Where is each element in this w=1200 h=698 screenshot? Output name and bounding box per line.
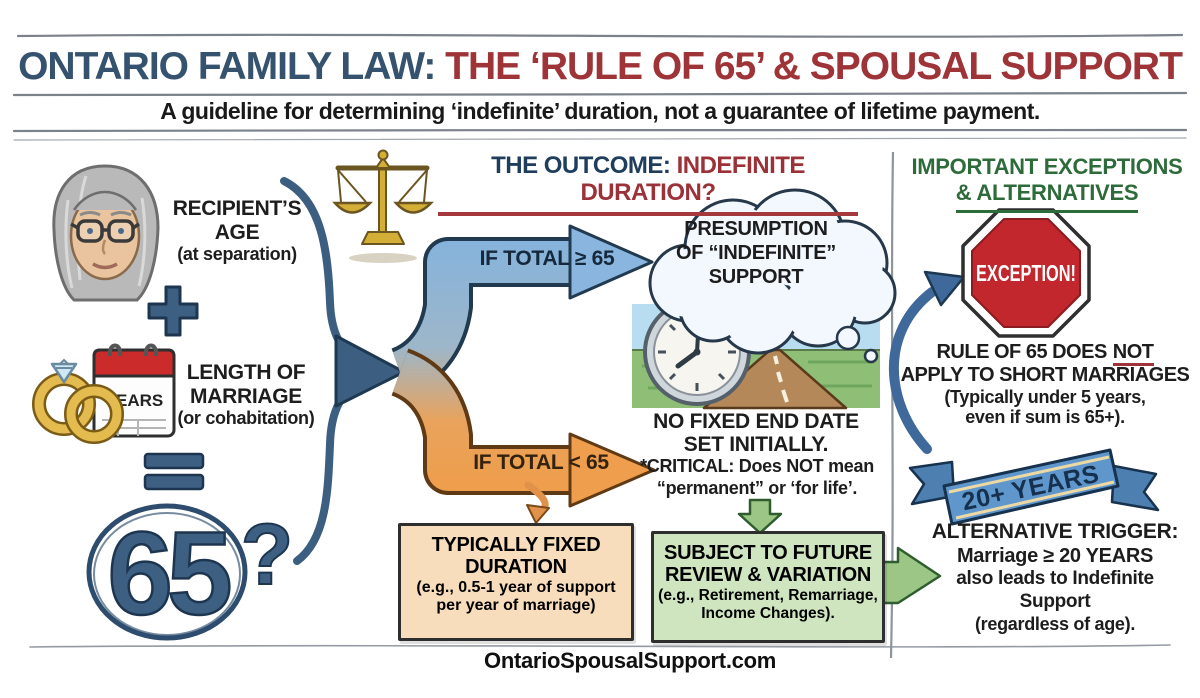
to-fixed-box-arrow bbox=[524, 481, 550, 524]
rings-calendar-illustration: YEARS bbox=[32, 343, 176, 444]
presumption-cloud-text: PRESUMPTION OF “INDEFINITE” SUPPORT bbox=[645, 217, 867, 289]
presumption-cloud-illustration bbox=[648, 188, 897, 364]
recipient-portrait-illustration bbox=[52, 164, 160, 302]
fixed-box-sub2: per year of marriage) bbox=[436, 597, 596, 615]
outcome-heading: THE OUTCOME: INDEFINITE DURATION? bbox=[438, 152, 858, 216]
question-mark: ? bbox=[241, 507, 294, 603]
to-exception-arrow bbox=[889, 270, 966, 454]
exception-stop-sign: EXCEPTION! bbox=[961, 208, 1091, 338]
sum-bracket-arrow bbox=[280, 177, 406, 565]
plus-icon bbox=[147, 285, 199, 337]
typically-fixed-duration-box: TYPICALLY FIXED DURATION (e.g., 0.5-1 ye… bbox=[398, 523, 634, 641]
recipient-line1: RECIPIENT’S bbox=[172, 197, 302, 220]
marriage-line3: (or cohabitation) bbox=[177, 408, 315, 429]
cloud-line3: SUPPORT bbox=[708, 266, 804, 288]
page-title: ONTARIO FAMILY LAW: THE ‘RULE OF 65’ & S… bbox=[0, 45, 1200, 89]
recipient-age-label: RECIPIENT’S AGE (at separation) bbox=[158, 197, 316, 264]
rule65-line3: (Typically under 5 years, bbox=[944, 386, 1146, 407]
cloud-line1: PRESUMPTION bbox=[684, 218, 828, 240]
branch-over-65-label: IF TOTAL ≥ 65 bbox=[479, 247, 615, 270]
rule65-not: NOT bbox=[1112, 341, 1154, 366]
marriage-line2: MARRIAGE bbox=[190, 384, 302, 408]
cloud-line2: OF “INDEFINITE” bbox=[676, 242, 836, 264]
future-review-variation-box: SUBJECT TO FUTURE REVIEW & VARIATION (e.… bbox=[651, 531, 885, 643]
no-fixed-line1: NO FIXED END DATE bbox=[653, 410, 859, 433]
title-part-red: THE ‘RULE OF 65’ & SPOUSAL SUPPORT bbox=[445, 45, 1183, 88]
horizontal-rules bbox=[12, 33, 1188, 648]
stop-sign-label: EXCEPTION! bbox=[976, 260, 1076, 286]
rule65-line2: APPLY TO SHORT MARRIAGES bbox=[900, 363, 1190, 386]
glasses-icon bbox=[70, 219, 140, 243]
branch-under-arrow bbox=[390, 348, 656, 508]
fixed-box-title2: DURATION bbox=[465, 556, 567, 579]
wedding-rings-icon bbox=[32, 358, 124, 444]
critical-line1: *CRITICAL: Does NOT mean bbox=[640, 456, 874, 476]
outcome-heading-question: INDEFINITE DURATION? bbox=[580, 152, 805, 206]
alternative-trigger-text: ALTERNATIVE TRIGGER: Marriage ≥ 20 YEARS… bbox=[918, 519, 1192, 635]
recipient-line2: AGE bbox=[214, 220, 260, 244]
alt-line5: (regardless of age). bbox=[974, 613, 1136, 634]
exceptions-heading-line1: IMPORTANT EXCEPTIONS bbox=[911, 154, 1183, 179]
equals-icon bbox=[143, 452, 205, 491]
branch-under-65-label: IF TOTAL < 65 bbox=[473, 451, 609, 474]
marriage-line1: LENGTH OF bbox=[186, 361, 306, 384]
critical-line2: “permanent” or ‘for life’. bbox=[656, 477, 858, 498]
no-fixed-line2: SET INITIALLY. bbox=[683, 433, 829, 457]
page-subtitle: A guideline for determining ‘indefinite’… bbox=[160, 98, 1040, 124]
critical-note-text: *CRITICAL: Does NOT mean “permanent” or … bbox=[612, 456, 902, 499]
exceptions-heading: IMPORTANT EXCEPTIONS & ALTERNATIVES bbox=[903, 154, 1191, 213]
recipient-line3: (at separation) bbox=[177, 244, 297, 265]
title-part-blue: ONTARIO FAMILY LAW: bbox=[18, 45, 446, 88]
alt-line1: ALTERNATIVE TRIGGER: bbox=[931, 520, 1179, 543]
thought-bubble-small bbox=[863, 348, 879, 364]
rule65-line4: even if sum is 65+). bbox=[965, 407, 1125, 428]
alt-line3: also leads to Indefinite bbox=[956, 568, 1154, 590]
review-box-title2: REVIEW & VARIATION bbox=[664, 564, 872, 587]
outcome-heading-label: THE OUTCOME: bbox=[491, 152, 677, 179]
road-center-line bbox=[773, 355, 789, 403]
sum-value: 65 bbox=[107, 508, 230, 640]
sum-65-illustration: 65 ? bbox=[86, 503, 294, 641]
alt-line4: Support bbox=[1019, 590, 1091, 612]
no-fixed-end-date-text: NO FIXED END DATE SET INITIALLY. bbox=[625, 410, 887, 456]
fixed-box-sub1: (e.g., 0.5-1 year of support bbox=[416, 578, 616, 596]
website-footer: OntarioSpousalSupport.com bbox=[484, 648, 776, 673]
down-arrow-icon bbox=[737, 498, 783, 535]
fixed-box-title1: TYPICALLY FIXED bbox=[431, 534, 601, 556]
scales-of-justice-icon bbox=[332, 149, 434, 263]
alt-line2: Marriage ≥ 20 YEARS bbox=[956, 545, 1154, 568]
marriage-length-label: LENGTH OF MARRIAGE (or cohabitation) bbox=[162, 361, 330, 428]
review-box-title1: SUBJECT TO FUTURE bbox=[664, 542, 872, 564]
exceptions-heading-line2: & ALTERNATIVES bbox=[955, 180, 1139, 213]
thought-bubble-large bbox=[835, 325, 861, 351]
rule65-pre: RULE OF 65 DOES bbox=[936, 341, 1107, 363]
twenty-years-ribbon: 20+ YEARS bbox=[908, 448, 1160, 526]
review-box-sub1: (e.g., Retirement, Remarriage, bbox=[658, 586, 878, 604]
review-box-sub2: Income Changes). bbox=[701, 604, 835, 622]
